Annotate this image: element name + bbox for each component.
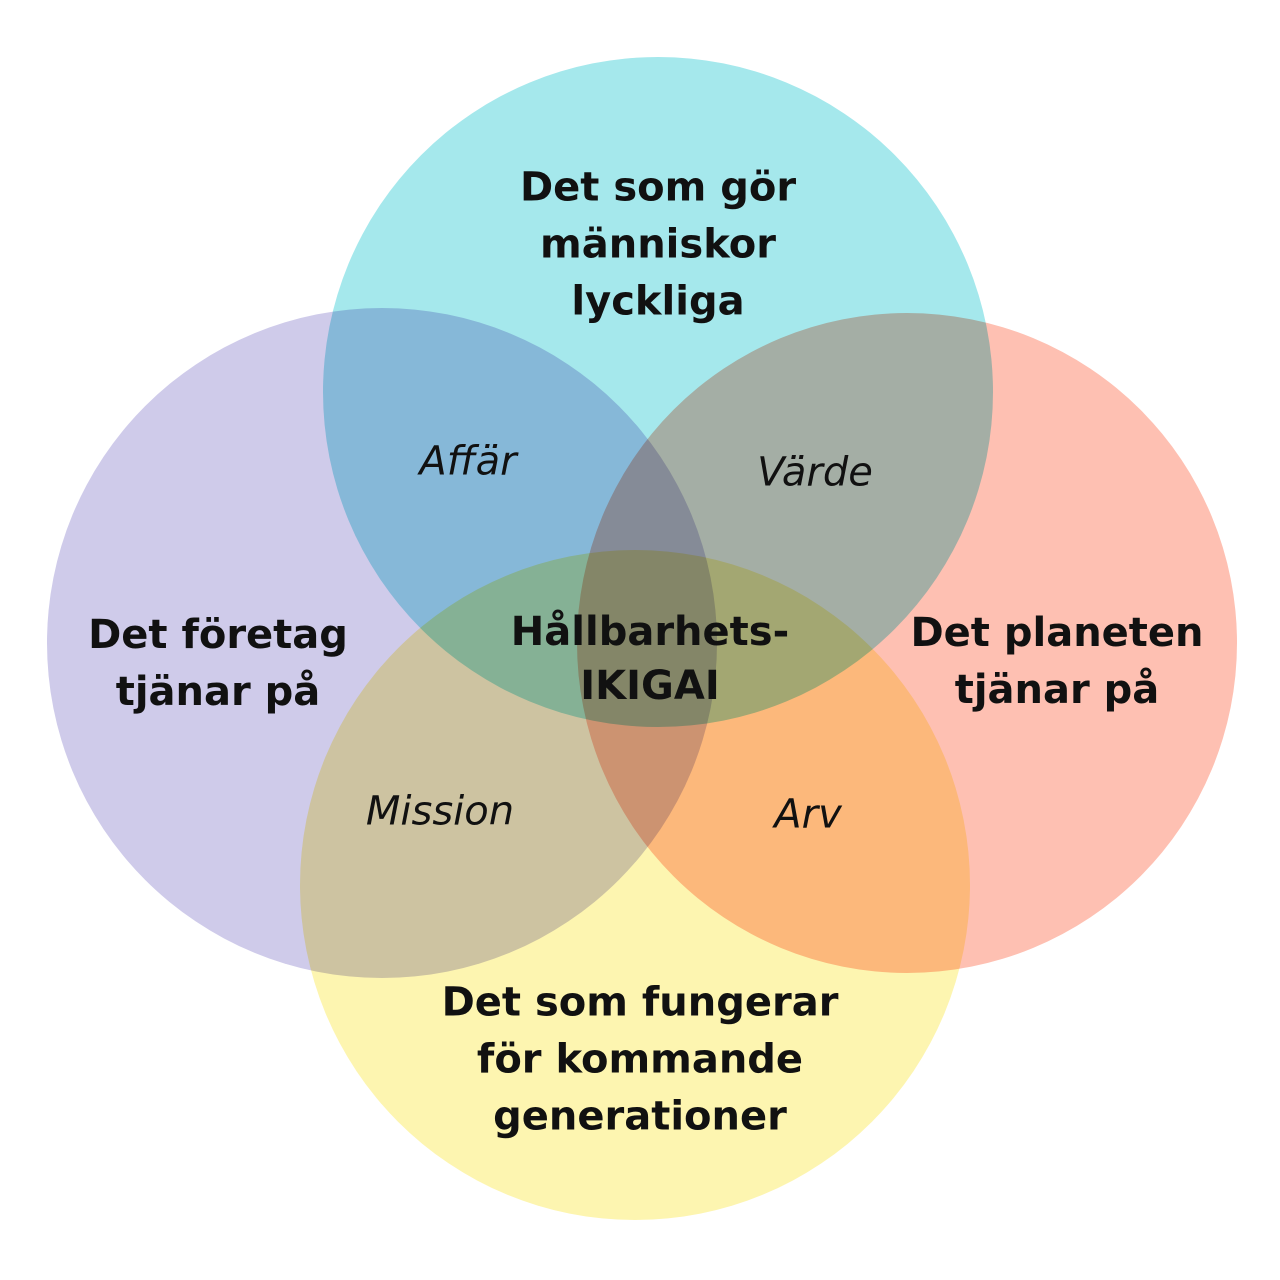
label-business-line-1: Det företag: [88, 612, 348, 658]
label-happiness: Det som gör människor lyckliga: [520, 160, 796, 331]
label-happiness-line-1: Det som gör: [519, 164, 797, 211]
label-mission: Mission: [365, 788, 515, 835]
label-generations-line-1: Det som fungerar: [441, 979, 839, 1026]
label-generations: Det som fungerar för kommande generation…: [442, 975, 839, 1146]
label-varde: Värde: [757, 449, 873, 496]
label-business: Det företag tjänar på: [88, 607, 348, 721]
label-planet-line-2: tjänar på: [954, 667, 1160, 713]
label-happiness-line-3: lyckliga: [571, 278, 745, 325]
label-center-line-1: Hållbarhets-: [510, 609, 790, 655]
circle-generations: [300, 550, 970, 1220]
circle-happiness: [323, 57, 993, 727]
label-planet: Det planeten tjänar på: [910, 605, 1203, 719]
label-affar: Affär: [419, 438, 517, 485]
label-center-line-2: IKIGAI: [580, 663, 720, 709]
label-arv: Arv: [774, 791, 842, 838]
label-planet-line-1: Det planeten: [910, 610, 1204, 656]
label-generations-line-2: för kommande: [476, 1036, 804, 1083]
label-generations-line-3: generationer: [493, 1093, 787, 1140]
label-happiness-line-2: människor: [540, 221, 776, 268]
label-center-ikigai: Hållbarhets- IKIGAI: [511, 605, 789, 713]
label-business-line-2: tjänar på: [115, 669, 321, 715]
